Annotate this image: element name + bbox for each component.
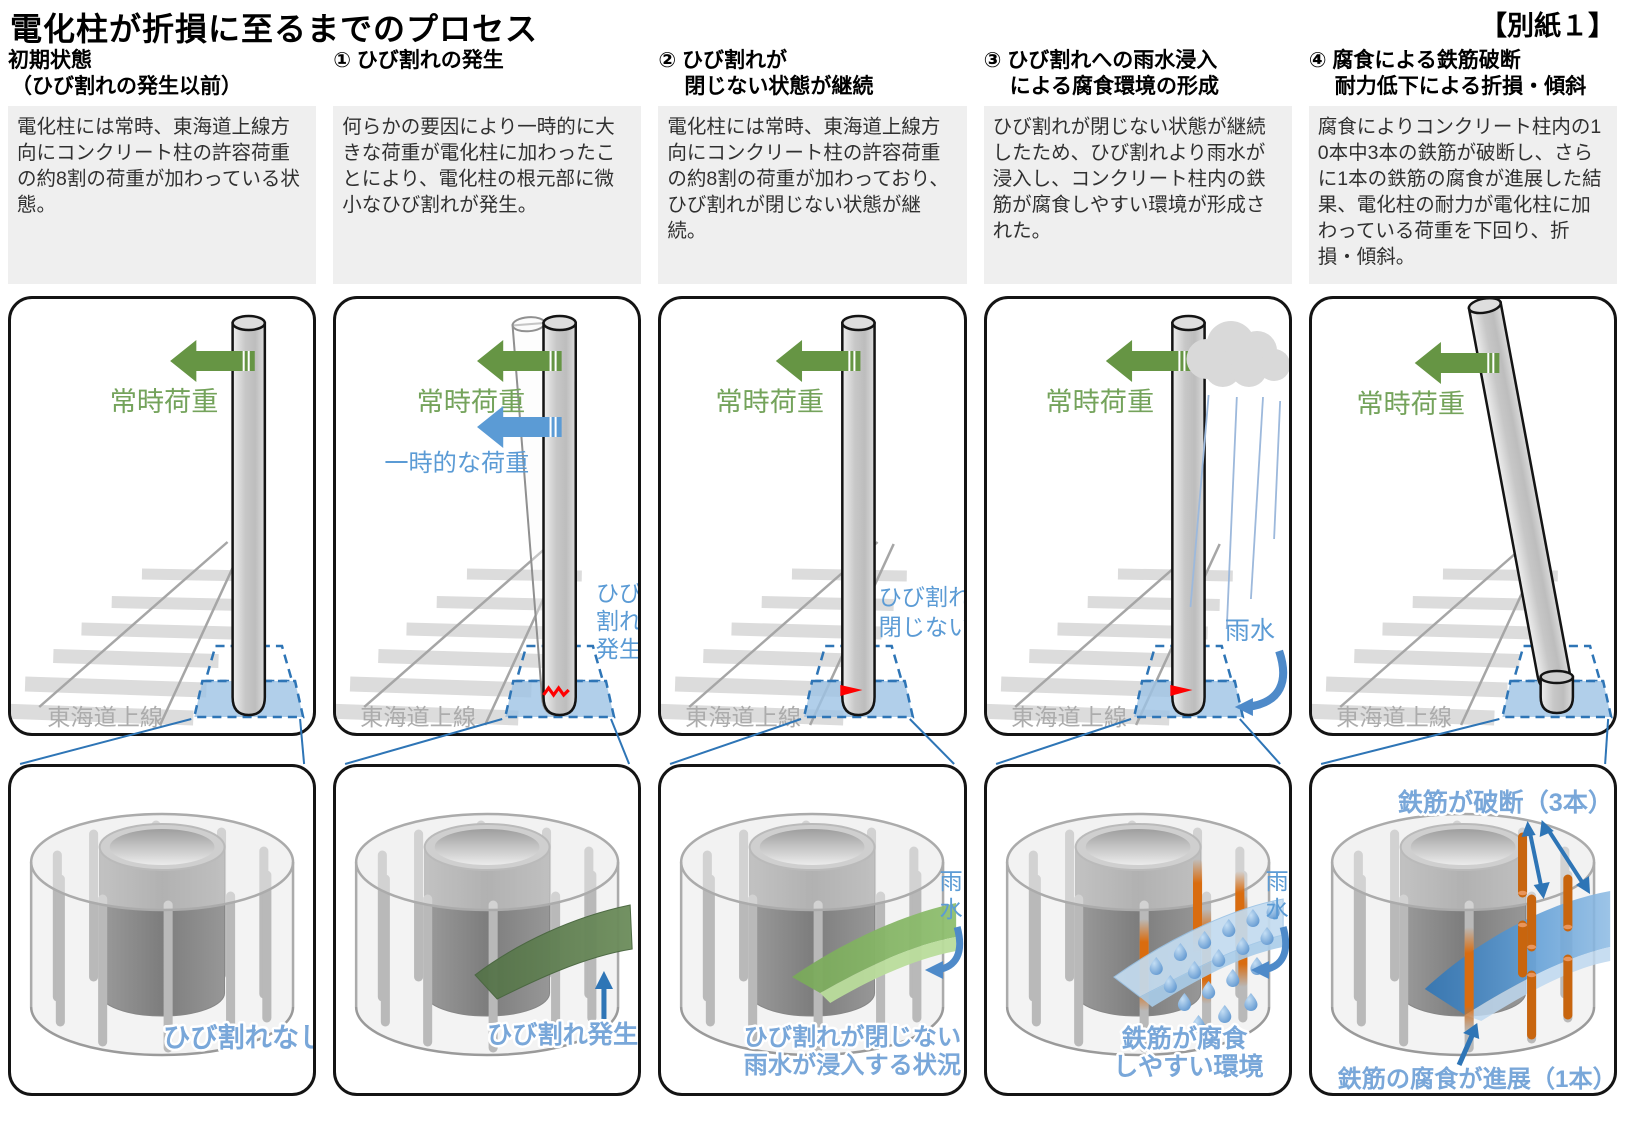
broken-rebar-arrows-icon <box>1521 820 1590 899</box>
pole-icon <box>841 314 877 717</box>
pole-icon <box>231 314 267 717</box>
cross-section-panel: 雨 水 ひび割れが閉じない 雨水が浸入する状況 <box>658 764 967 1096</box>
temporary-load-label: 一時的な荷重 <box>385 450 530 477</box>
stage-header-line1: ④ 腐食による鉄筋破断 <box>1308 49 1521 72</box>
crack-label-1: ひび <box>596 580 638 606</box>
broken-rebar-icons <box>1517 832 1573 1040</box>
rain-label-2: 水 <box>940 896 963 922</box>
corrosion-progress-label: 鉄筋の腐食が進展（1本） <box>1337 1065 1614 1093</box>
cross-section-panel: ひび割れ発生 <box>333 764 642 1096</box>
up-arrow-icon <box>595 971 614 1019</box>
rain-label-2: 水 <box>1265 896 1288 922</box>
track-label: 東海道上線 <box>686 704 802 730</box>
stage-column-rainwater: ③ ひび割れへの雨水浸入 による腐食環境の形成 ひび割れが閉じない状態が継続した… <box>983 48 1292 1096</box>
attachment-label: 【別紙１】 <box>1480 11 1615 41</box>
crack-plane-icon <box>474 904 633 1000</box>
pole-stub-icon <box>1539 669 1574 715</box>
crack-occurred-label: ひび割れ発生 <box>487 1020 638 1049</box>
corrosion-env-label1: 鉄筋が腐食 <box>1121 1024 1248 1053</box>
page-title: 電化柱が折損に至るまでのプロセス <box>10 11 539 47</box>
constant-load-label: 常時荷重 <box>716 386 825 417</box>
pole-cutaway-icon <box>31 814 293 1055</box>
stage-description: 電化柱には常時、東海道上線方向にコンクリート柱の許容荷重の約8割の荷重が加わって… <box>658 106 967 284</box>
pole-scene-panel: 常時荷重 東海道上線 <box>1308 296 1617 736</box>
constant-load-label: 常時荷重 <box>1356 388 1465 419</box>
rain-label-1: 雨 <box>1265 868 1288 894</box>
track-label: 東海道上線 <box>1011 704 1127 730</box>
stage-column-initial: 初期状態 （ひび割れの発生以前） 電化柱には常時、東海道上線方向にコンクリート柱… <box>8 48 317 1096</box>
crack-squiggle-icon <box>542 685 571 698</box>
cross-section-panel: ひび割れなし <box>8 764 317 1096</box>
stage-header-line2: による腐食環境の形成 <box>1009 75 1219 99</box>
track-label: 東海道上線 <box>360 704 476 730</box>
stage-header-line1: 初期状態 <box>8 49 92 72</box>
stage-description: 腐食によりコンクリート柱内の10本中3本の鉄筋が破断し、さらに1本の鉄筋の腐食が… <box>1308 106 1617 284</box>
rain-inflow-arrow-icon <box>1234 649 1287 716</box>
stage-column-crack-persists: ② ひび割れが 閉じない状態が継続 電化柱には常時、東海道上線方向にコンクリート… <box>658 48 967 1096</box>
pole-scene-panel: 常時荷重 東海道上線 <box>8 296 317 736</box>
rain-lines-icon <box>1189 394 1281 630</box>
crack-open-label: ひび割れが閉じない <box>744 1023 961 1051</box>
pole-scene-panel: 常時荷重 雨水 東海道上線 <box>983 296 1292 736</box>
crack-label-2: 閉じない <box>879 614 964 640</box>
constant-load-label: 常時荷重 <box>110 386 219 417</box>
process-columns: 初期状態 （ひび割れの発生以前） 電化柱には常時、東海道上線方向にコンクリート柱… <box>0 48 1625 1096</box>
corrosion-env-label2: しやすい環境 <box>1113 1052 1264 1081</box>
track-label: 東海道上線 <box>47 704 163 730</box>
stage-header: ④ 腐食による鉄筋破断 耐力低下による折損・傾斜 <box>1309 48 1617 102</box>
stage-header-line2: 耐力低下による折損・傾斜 <box>1334 75 1587 99</box>
rain-inflow-arrow-icon <box>925 926 964 979</box>
constant-load-label: 常時荷重 <box>417 386 526 417</box>
pole-scene-panel: 常時荷重 ひび割れ 閉じない 東海道上線 <box>658 296 967 736</box>
stage-description: 電化柱には常時、東海道上線方向にコンクリート柱の許容荷重の約8割の荷重が加わって… <box>8 106 317 284</box>
crack-label-2: 割れ <box>596 608 638 634</box>
corroding-rebar-icon <box>1464 927 1474 1032</box>
crack-label-1: ひび割れ <box>879 584 964 610</box>
rebar-broken-label: 鉄筋が破断（3本） <box>1398 788 1613 817</box>
stage-description: 何らかの要因により一時的に大きな荷重が電化柱に加わったことにより、電化柱の根元部… <box>333 106 642 284</box>
water-ingress-label: 雨水が浸入する状況 <box>744 1051 961 1079</box>
stage-description: ひび割れが閉じない状態が継続したため、ひび割れより雨水が浸入し、コンクリート柱内… <box>983 106 1292 284</box>
stage-column-breakage: ④ 腐食による鉄筋破断 耐力低下による折損・傾斜 腐食によりコンクリート柱内の1… <box>1308 48 1617 1096</box>
stage-header: ① ひび割れの発生 <box>333 48 641 102</box>
pole-scene-panel: 常時荷重 一時的な荷重 ひび 割れ 発生 東海道上線 <box>333 296 642 736</box>
track-label: 東海道上線 <box>1336 704 1452 730</box>
stage-header-line2: 閉じない状態が継続 <box>684 75 874 99</box>
rain-inflow-arrow-icon <box>1250 926 1289 979</box>
stage-header-line1: ③ ひび割れへの雨水浸入 <box>983 49 1218 72</box>
no-crack-label: ひび割れなし <box>163 1022 313 1053</box>
wide-crack-underside-icon <box>1464 947 1610 1021</box>
open-crack-plane-icon <box>792 903 957 993</box>
cross-section-panel: 雨 水 鉄筋が腐食 しやすい環境 <box>983 764 1292 1096</box>
broken-rebar-end-caps <box>1517 890 1573 978</box>
stage-header: ② ひび割れが 閉じない状態が継続 <box>658 48 966 102</box>
rainwater-label: 雨水 <box>1224 617 1274 645</box>
stage-header-line1: ① ひび割れの発生 <box>333 49 504 72</box>
crack-wedge-icon <box>1169 685 1193 696</box>
crack-label-3: 発生 <box>596 636 638 662</box>
open-crack-underside-icon <box>820 937 957 1003</box>
rain-label-1: 雨 <box>940 868 963 894</box>
pole-icon <box>542 314 578 717</box>
corrosion-progress-arrow-icon <box>1456 1023 1480 1067</box>
stage-header-line2: （ひび割れの発生以前） <box>11 75 242 99</box>
stage-header: 初期状態 （ひび割れの発生以前） <box>8 48 316 102</box>
stage-header: ③ ひび割れへの雨水浸入 による腐食環境の形成 <box>984 48 1292 102</box>
constant-load-label: 常時荷重 <box>1045 386 1154 417</box>
stage-column-crack-occurs: ① ひび割れの発生 何らかの要因により一時的に大きな荷重が電化柱に加わったことに… <box>333 48 642 1096</box>
crack-wedge-icon <box>840 685 863 696</box>
stage-header-line1: ② ひび割れが <box>658 49 788 72</box>
cross-section-panel: 鉄筋が破断（3本） 鉄筋の腐食が進展（1本） <box>1308 764 1617 1096</box>
page-header: 電化柱が折損に至るまでのプロセス 【別紙１】 <box>0 0 1625 48</box>
